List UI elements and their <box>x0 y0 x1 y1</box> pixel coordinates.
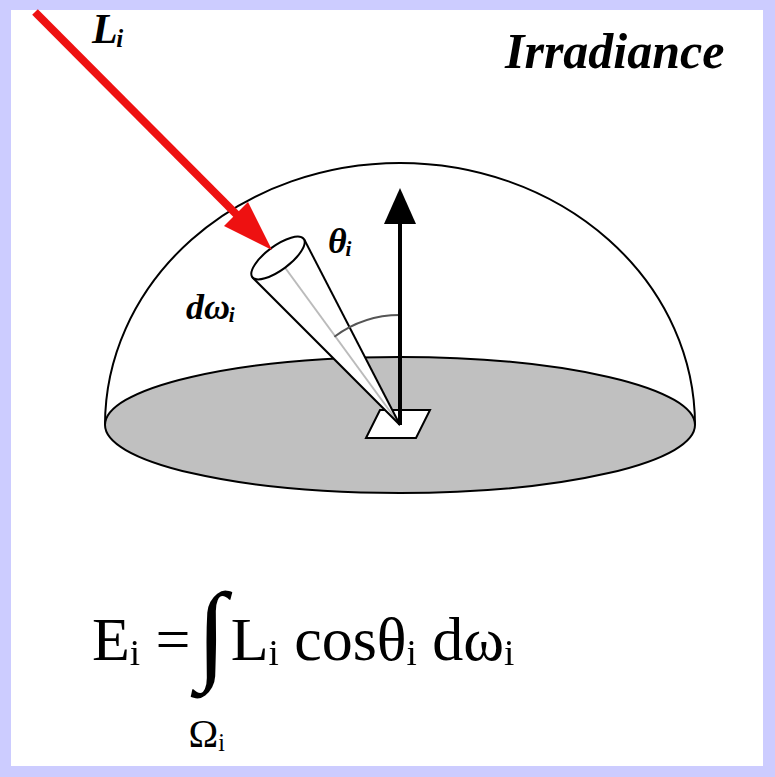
hemisphere-dome <box>105 163 695 425</box>
normal-arrow-head <box>384 188 416 224</box>
diagram-title: Irradiance <box>505 24 724 79</box>
normal-arrow-shaft <box>398 218 402 425</box>
incident-ray-head <box>224 202 272 250</box>
angle-label: θᵢ <box>328 222 353 262</box>
integration-domain: Ωᵢ <box>188 712 224 756</box>
integral-sign: ∫ <box>196 572 226 693</box>
angle-arc <box>334 315 400 337</box>
incident-ray <box>35 12 240 218</box>
solid-angle-label: dωᵢ <box>186 288 236 328</box>
radiance-label: Lᵢ <box>92 6 125 52</box>
formula-lhs: Eᵢ = <box>92 605 190 673</box>
formula-integrand: Lᵢ cosθᵢ dωᵢ <box>231 605 514 673</box>
cone-edge <box>252 277 400 425</box>
cone-axis <box>278 258 400 425</box>
cone-edge <box>304 239 400 425</box>
